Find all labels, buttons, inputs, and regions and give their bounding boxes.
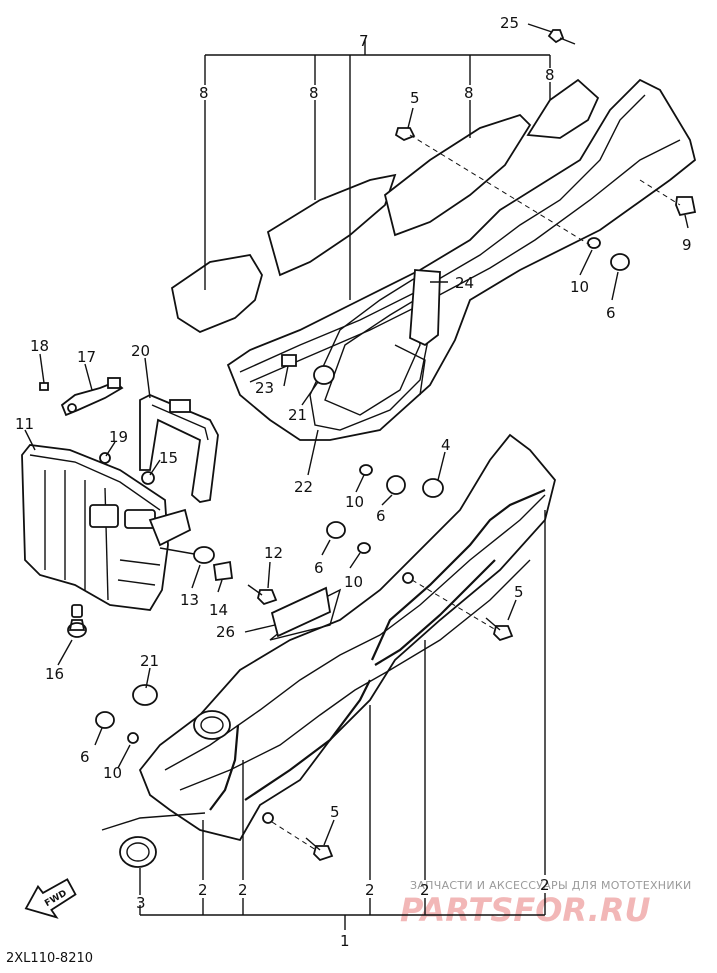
callout-2: 2 bbox=[238, 881, 248, 899]
callout-17: 17 bbox=[77, 348, 96, 366]
callout-4: 4 bbox=[441, 436, 451, 454]
callout-21: 21 bbox=[288, 406, 307, 424]
callout-20: 20 bbox=[131, 342, 150, 360]
battery-cover-20 bbox=[139, 394, 219, 503]
upper-cover-outline bbox=[226, 78, 697, 441]
callout-14: 14 bbox=[209, 601, 228, 619]
callout-10: 10 bbox=[103, 764, 122, 782]
decal-3 bbox=[383, 113, 532, 237]
callout-5: 5 bbox=[514, 583, 524, 601]
callout-25: 25 bbox=[500, 14, 519, 32]
decal-2 bbox=[266, 173, 397, 277]
callout-15: 15 bbox=[159, 449, 178, 467]
callout-26: 26 bbox=[216, 623, 235, 641]
callout-7: 7 bbox=[359, 32, 369, 50]
callout-1: 1 bbox=[340, 932, 350, 950]
callout-10: 10 bbox=[345, 493, 364, 511]
callout-8: 8 bbox=[464, 84, 474, 102]
callout-3: 3 bbox=[136, 894, 146, 912]
callout-23: 23 bbox=[255, 379, 274, 397]
callout-2: 2 bbox=[365, 881, 375, 899]
decal-1 bbox=[171, 254, 263, 334]
callout-18: 18 bbox=[30, 337, 49, 355]
callout-9: 9 bbox=[682, 236, 692, 254]
callout-11: 11 bbox=[15, 415, 34, 433]
callout-8: 8 bbox=[545, 66, 555, 84]
diagram-code: 2XL110-8210 bbox=[6, 951, 93, 966]
callout-6: 6 bbox=[376, 507, 386, 525]
watermark-brand: PARTSFOR.RU bbox=[400, 891, 650, 929]
callout-8: 8 bbox=[309, 84, 319, 102]
fwd-arrow: FWD bbox=[24, 878, 77, 919]
leader-lines bbox=[24, 23, 689, 930]
callout-19: 19 bbox=[109, 428, 128, 446]
callout-21: 21 bbox=[140, 652, 159, 670]
callout-10: 10 bbox=[344, 573, 363, 591]
callout-22: 22 bbox=[294, 478, 313, 496]
callout-5: 5 bbox=[410, 89, 420, 107]
battery-band-17 bbox=[60, 377, 124, 417]
callout-8: 8 bbox=[199, 84, 209, 102]
small-parts bbox=[39, 29, 697, 868]
callout-24: 24 bbox=[455, 274, 474, 292]
watermark: ЗАПЧАСТИ И АКСЕССУАРЫ ДЛЯ МОТОТЕХНИКИ PA… bbox=[400, 879, 692, 929]
callout-2: 2 bbox=[198, 881, 208, 899]
callout-6: 6 bbox=[606, 304, 616, 322]
callout-16: 16 bbox=[45, 665, 64, 683]
callout-13: 13 bbox=[180, 591, 199, 609]
upper-side-cover bbox=[226, 78, 697, 441]
watermark-tagline: ЗАПЧАСТИ И АКСЕССУАРЫ ДЛЯ МОТОТЕХНИКИ bbox=[410, 879, 692, 892]
callout-5: 5 bbox=[330, 803, 340, 821]
callout-labels: 25 7 8 8 8 8 5 9 10 6 24 23 21 22 18 17 … bbox=[15, 14, 692, 950]
lower-side-cover bbox=[138, 433, 556, 842]
battery-box bbox=[21, 444, 201, 638]
decal-parts bbox=[171, 78, 600, 334]
callout-6: 6 bbox=[80, 748, 90, 766]
callout-6: 6 bbox=[314, 559, 324, 577]
callout-12: 12 bbox=[264, 544, 283, 562]
callout-10: 10 bbox=[570, 278, 589, 296]
callout-2: 2 bbox=[540, 876, 550, 894]
callout-2: 2 bbox=[420, 881, 430, 899]
decal-4 bbox=[526, 78, 600, 139]
grommet-hole bbox=[193, 710, 231, 740]
